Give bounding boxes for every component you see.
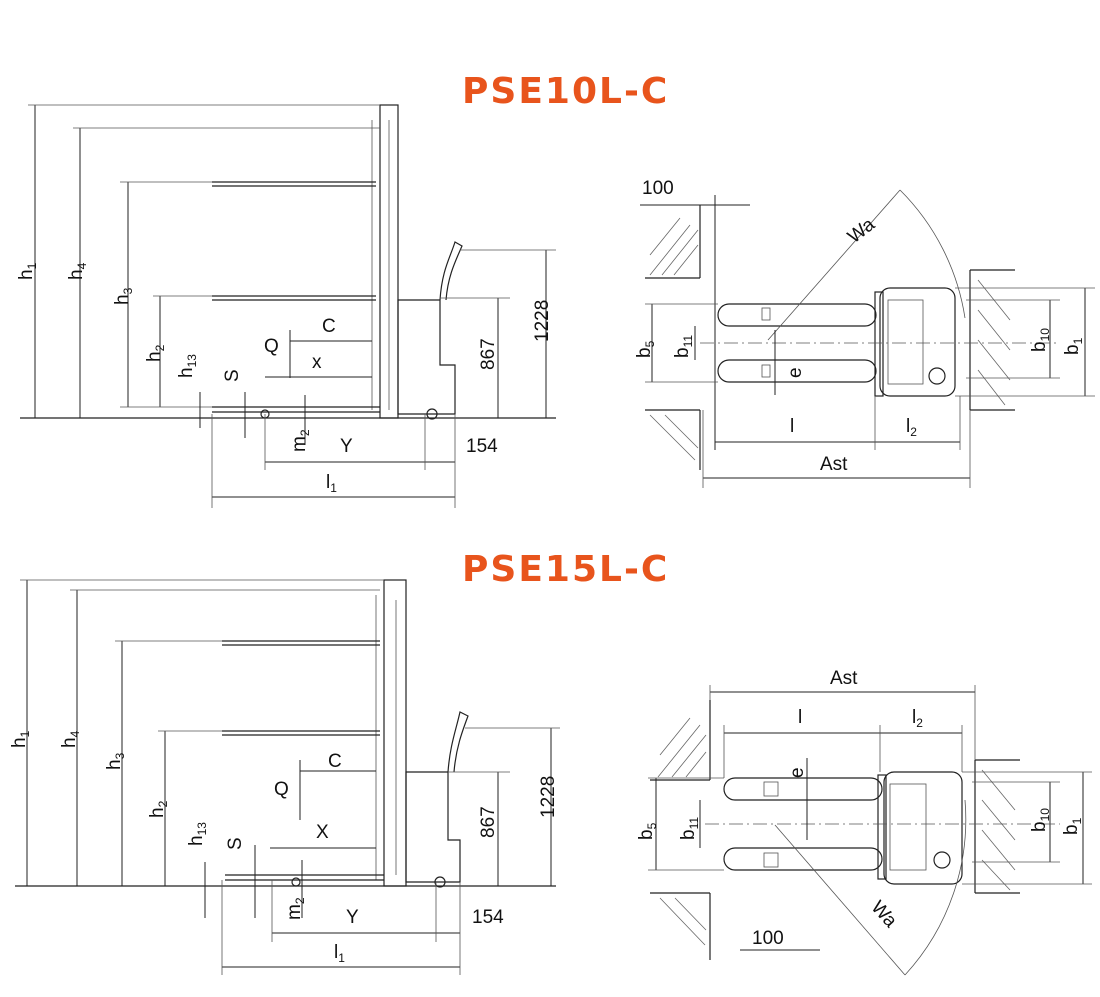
label-h2-bottom: h2 <box>147 800 170 818</box>
label-867-bottom: 867 <box>478 806 499 838</box>
label-h4-bottom: h4 <box>59 730 82 748</box>
truck-body-bottom <box>405 771 461 883</box>
label-h1-bottom: h1 <box>9 730 32 748</box>
side-view-top <box>20 104 556 508</box>
label-x-bottom: X <box>316 822 329 843</box>
tiller-handle <box>439 241 463 301</box>
label-s-top: S <box>222 369 243 382</box>
plan-truck-body <box>879 287 956 397</box>
label-b5-top: b5 <box>634 340 657 358</box>
label-154-bottom: 154 <box>472 907 504 928</box>
label-l1-bottom: l1 <box>334 942 345 965</box>
label-y-bottom: Y <box>346 907 359 928</box>
label-y-top: Y <box>340 436 353 457</box>
label-s-bottom: S <box>225 837 246 850</box>
label-wa-bottom: Wa <box>867 897 901 932</box>
label-h4-top: h4 <box>66 262 89 280</box>
mast-bottom <box>383 579 407 887</box>
label-154-top: 154 <box>466 436 498 457</box>
plan-truck-body-bottom <box>883 771 963 885</box>
label-100-top: 100 <box>642 178 674 199</box>
label-b11-top: b11 <box>672 335 695 358</box>
label-l2-top: l2 <box>906 416 917 439</box>
label-1228-bottom: 1228 <box>538 776 559 818</box>
label-q-bottom: Q <box>274 779 289 800</box>
label-h13-bottom: h13 <box>186 822 209 846</box>
label-l-top: l <box>790 416 794 437</box>
label-e-bottom: e <box>787 767 808 778</box>
plan-fork-upper <box>717 303 877 327</box>
label-b5-bottom: b5 <box>636 822 659 840</box>
label-h3-bottom: h3 <box>104 752 127 770</box>
label-b1-bottom: b1 <box>1061 817 1084 835</box>
label-b11-bottom: b11 <box>678 817 701 840</box>
label-100-bottom: 100 <box>752 928 784 949</box>
mast <box>379 104 399 419</box>
label-wa-top: Wa <box>844 214 879 248</box>
side-view-bottom <box>15 579 560 975</box>
label-l-bottom: l <box>798 707 802 728</box>
label-867-top: 867 <box>478 338 499 370</box>
label-l1-top: l1 <box>326 472 337 495</box>
plan-fork-lower-bottom <box>723 847 883 871</box>
label-e-top: e <box>785 367 806 378</box>
label-b10-bottom: b10 <box>1029 808 1052 832</box>
label-h2-top: h2 <box>144 344 167 362</box>
label-x-top: x <box>312 352 322 373</box>
label-m2-top: m2 <box>289 429 312 452</box>
label-h1-top: h1 <box>16 262 39 280</box>
label-q-top: Q <box>264 336 279 357</box>
label-1228-top: 1228 <box>532 300 553 342</box>
label-ast-top: Ast <box>820 454 848 475</box>
truck-body <box>397 299 456 415</box>
label-h3-top: h3 <box>112 287 135 305</box>
label-b1-top: b1 <box>1062 337 1085 355</box>
plan-view-top <box>640 189 1095 488</box>
label-h13-top: h13 <box>176 354 199 378</box>
label-c-top: C <box>322 316 336 337</box>
model-title-pse10l-c: PSE10L-C <box>462 71 670 112</box>
label-b10-top: b10 <box>1029 328 1052 352</box>
model-title-pse15l-c: PSE15L-C <box>462 549 670 590</box>
plan-view-bottom <box>648 685 1092 976</box>
plan-fork-upper-bottom <box>723 777 883 801</box>
label-m2-bottom: m2 <box>284 897 307 920</box>
label-ast-bottom: Ast <box>830 668 858 689</box>
tiller-handle-bottom <box>447 711 469 773</box>
plan-fork-lower <box>717 359 877 383</box>
label-l2-bottom: l2 <box>912 707 923 730</box>
label-c-bottom: C <box>328 751 342 772</box>
